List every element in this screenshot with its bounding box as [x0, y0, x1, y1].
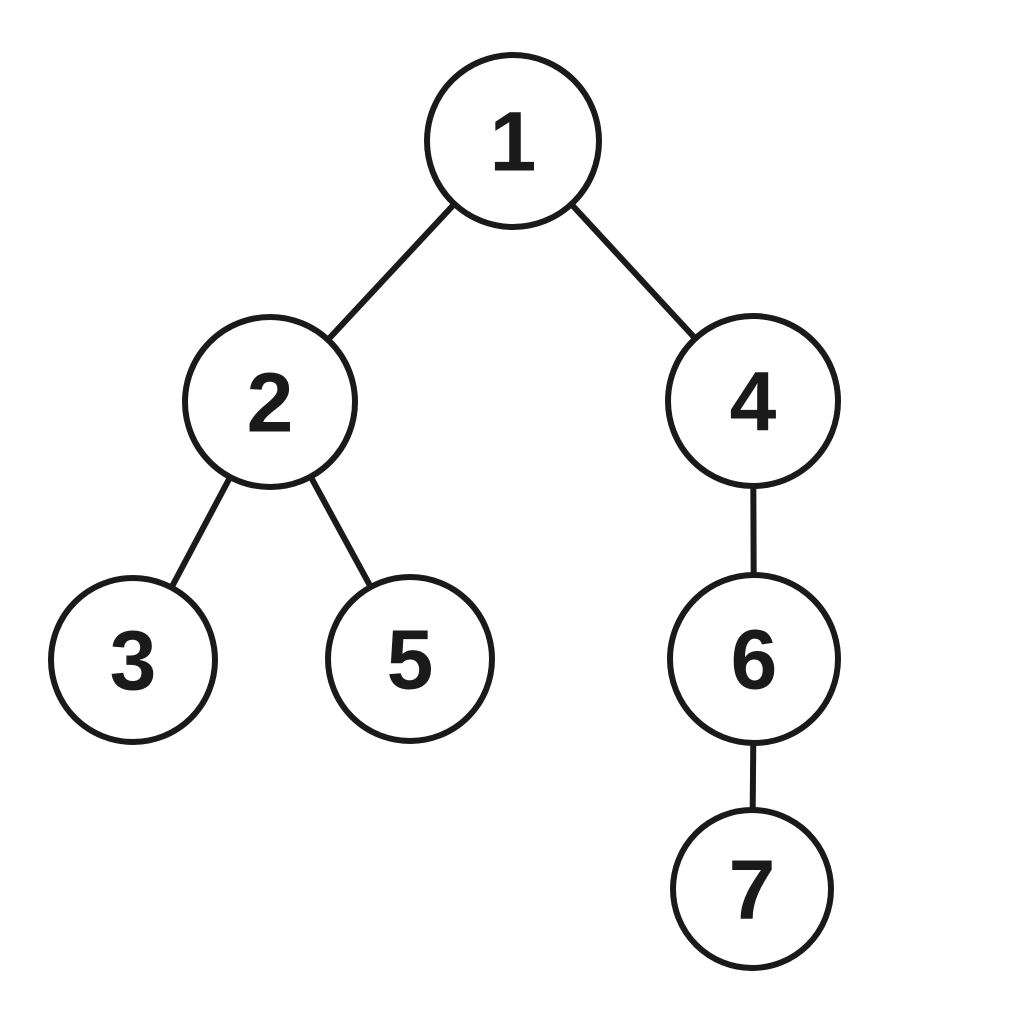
node-circle [325, 574, 495, 744]
tree-node-7: 7 [670, 807, 834, 971]
tree-node-6: 6 [667, 572, 841, 746]
node-circle [182, 314, 358, 490]
tree-node-5: 5 [325, 574, 495, 744]
node-label: 1 [490, 94, 537, 188]
node-label: 2 [247, 355, 294, 449]
node-circle [424, 52, 602, 230]
node-label: 4 [730, 354, 777, 448]
node-circle [665, 313, 841, 489]
node-label: 5 [387, 612, 434, 706]
tree-node-4: 4 [665, 313, 841, 489]
tree-node-1: 1 [424, 52, 602, 230]
node-label: 7 [729, 842, 776, 936]
tree-node-3: 3 [48, 575, 218, 745]
node-label: 3 [110, 613, 157, 707]
tree-node-2: 2 [182, 314, 358, 490]
node-circle [48, 575, 218, 745]
node-circle [667, 572, 841, 746]
tree-edges-layer [130, 138, 757, 890]
node-circle [670, 807, 834, 971]
tree-nodes-layer: 1 2 4 3 5 6 7 [48, 52, 841, 971]
node-label: 6 [731, 612, 778, 706]
